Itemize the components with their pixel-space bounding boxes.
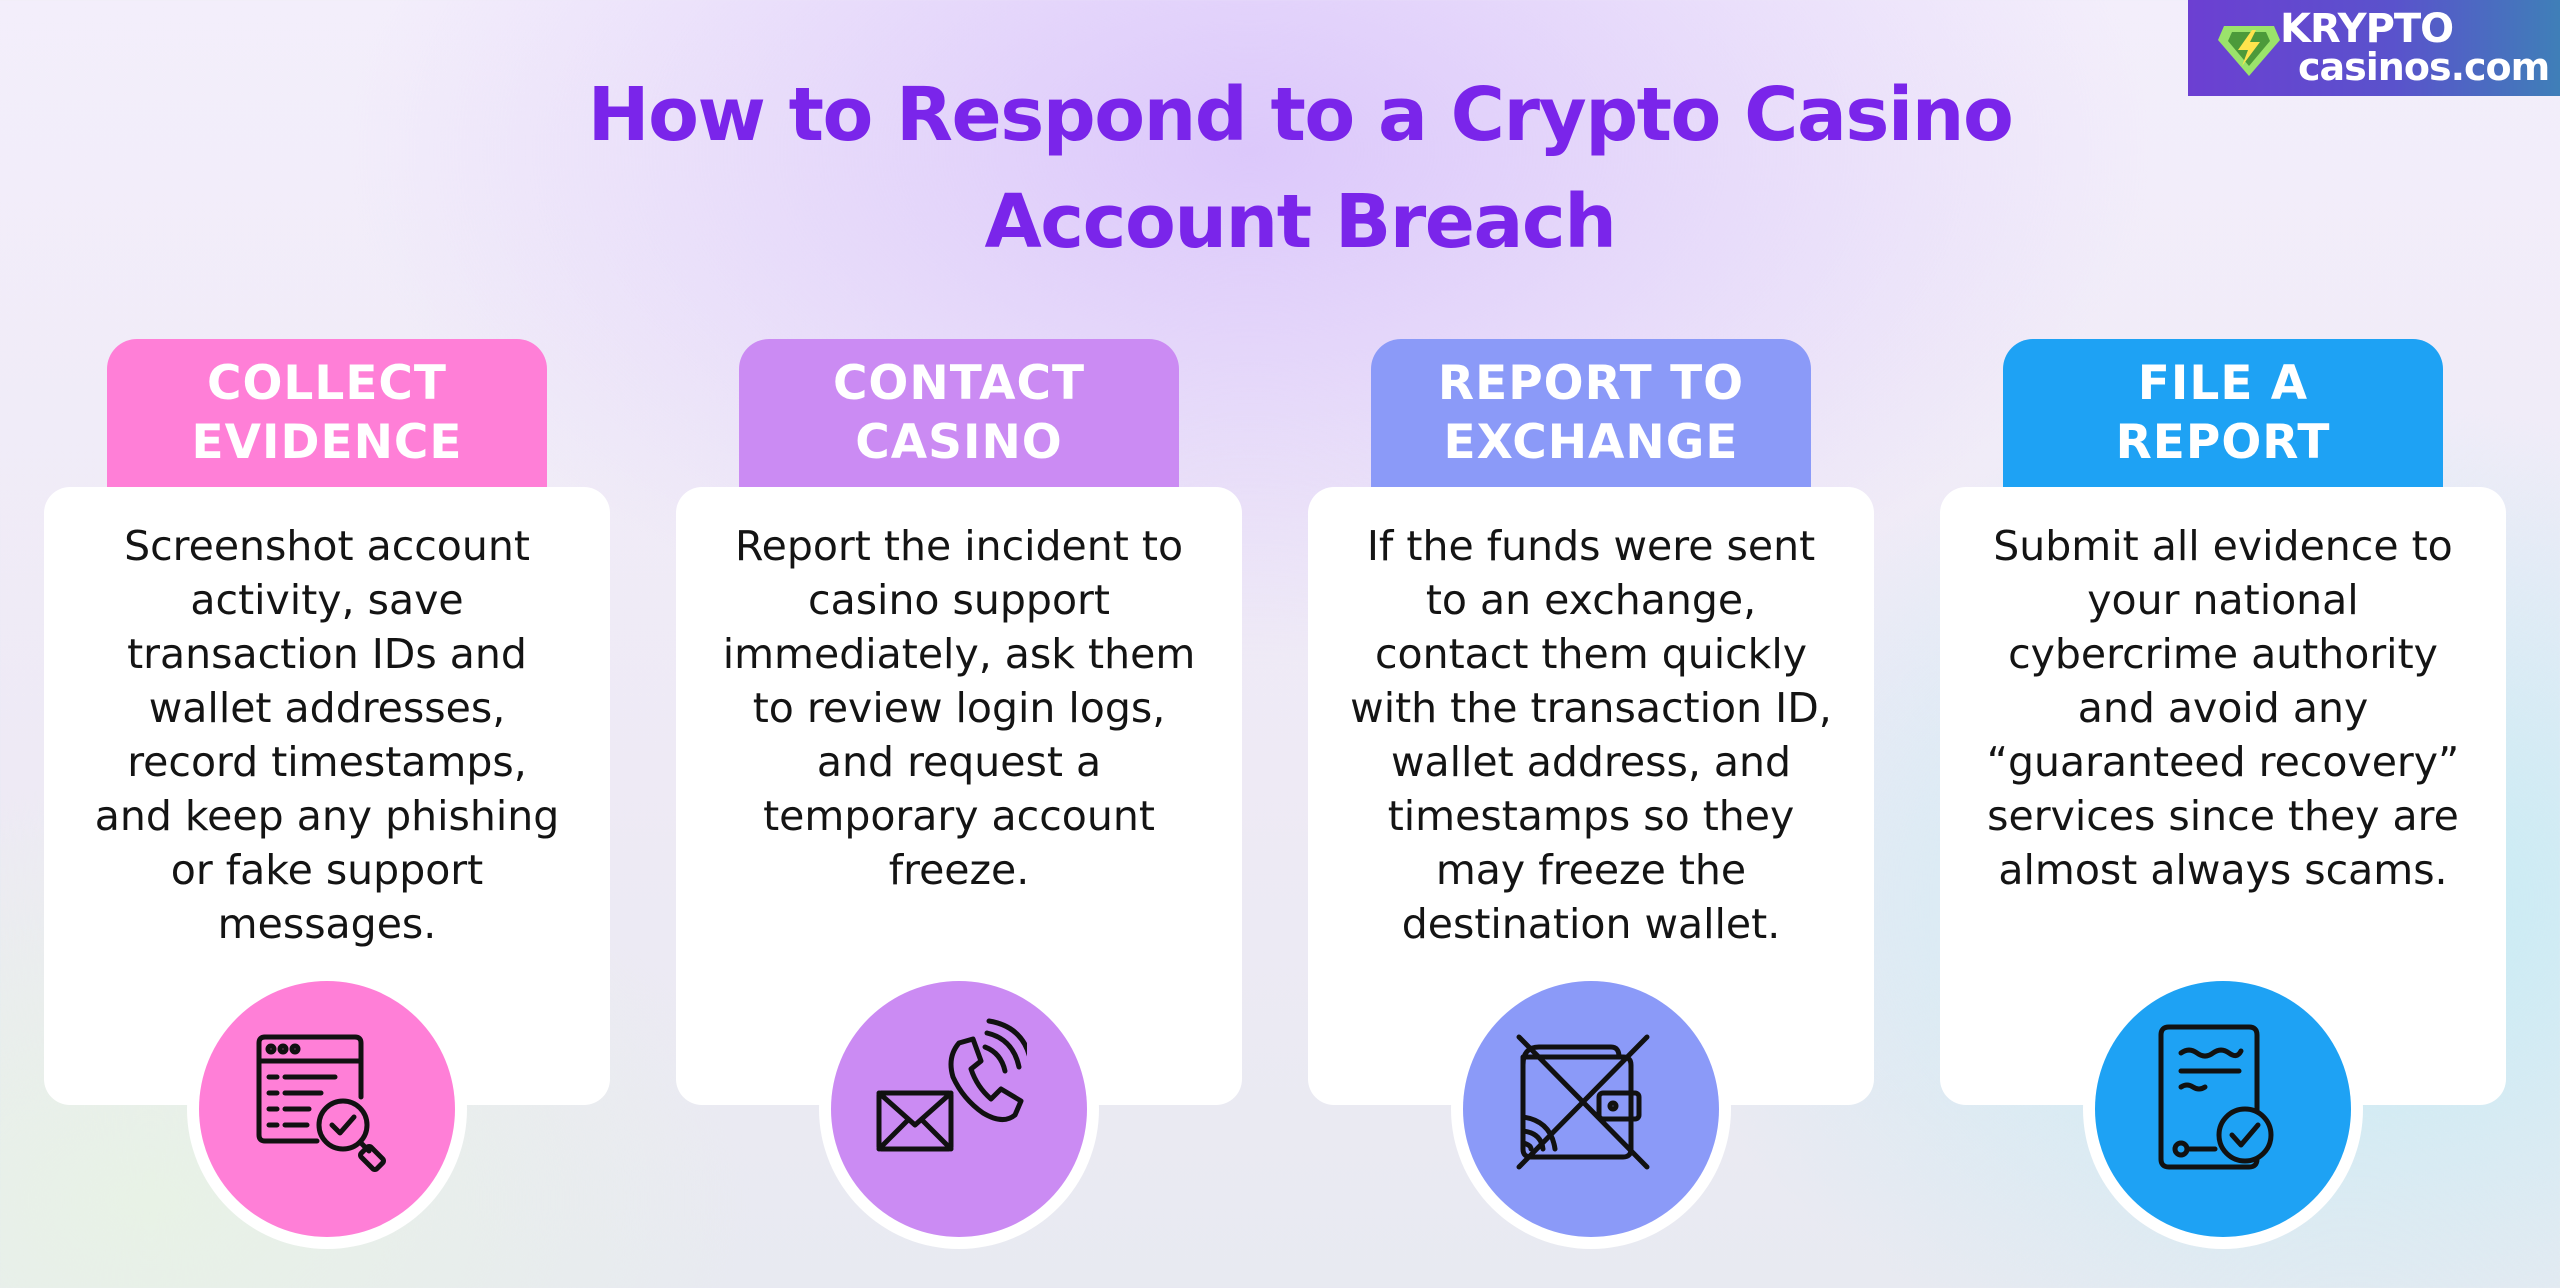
step-report-to-exchange: REPORT TO EXCHANGE If the funds were sen… [1308, 339, 1874, 1249]
step-header-line-2: EXCHANGE [1443, 415, 1739, 470]
step-header-line-2: EVIDENCE [191, 415, 463, 470]
document-check-icon [2158, 1024, 2274, 1170]
envelope-phone-icon [876, 1018, 1027, 1152]
step-header-line-2: CASINO [855, 415, 1063, 470]
step-description: If the funds were sent to an exchange, c… [1350, 522, 1832, 948]
icon-badge [187, 969, 467, 1249]
crossed-wallet-icon [1516, 1034, 1650, 1170]
step-description: Submit all evidence to your national cyb… [1986, 522, 2460, 894]
step-header-line-1: CONTACT [832, 356, 1086, 411]
step-file-a-report: FILE A REPORT Submit all evidence to you… [1940, 339, 2506, 1249]
step-header-line-1: REPORT TO [1437, 356, 1745, 411]
step-header: FILE A REPORT [2003, 339, 2443, 499]
step-header-line-2: REPORT [2115, 415, 2331, 470]
page-title: How to Respond to a Crypto Casino Accoun… [0, 62, 2560, 276]
icon-badge [819, 969, 1099, 1249]
step-description: Screenshot account activity, save transa… [94, 522, 560, 948]
step-collect-evidence: COLLECT EVIDENCE Screenshot account acti… [44, 339, 610, 1249]
logo-wordmark-bottom: casinos.com [2298, 45, 2550, 89]
icon-badge [1451, 969, 1731, 1249]
step-header: REPORT TO EXCHANGE [1371, 339, 1811, 499]
title-line-2: Account Breach [984, 179, 1617, 265]
step-header-line-1: FILE A [2137, 356, 2309, 411]
step-header: CONTACT CASINO [739, 339, 1179, 499]
brand-logo[interactable]: KRYPTO casinos.com [2188, 0, 2560, 96]
icon-badge [2083, 969, 2363, 1249]
browser-magnifier-check-icon [256, 1034, 386, 1172]
step-description: Report the incident to casino support im… [722, 522, 1196, 894]
diamond-logo-icon [2218, 26, 2280, 76]
step-contact-casino: CONTACT CASINO Report the incident to ca… [676, 339, 1242, 1249]
step-header: COLLECT EVIDENCE [107, 339, 547, 499]
title-line-1: How to Respond to a Crypto Casino [587, 72, 2014, 158]
logo-wordmark-top: KRYPTO [2280, 6, 2454, 52]
step-header-line-1: COLLECT [206, 356, 447, 411]
